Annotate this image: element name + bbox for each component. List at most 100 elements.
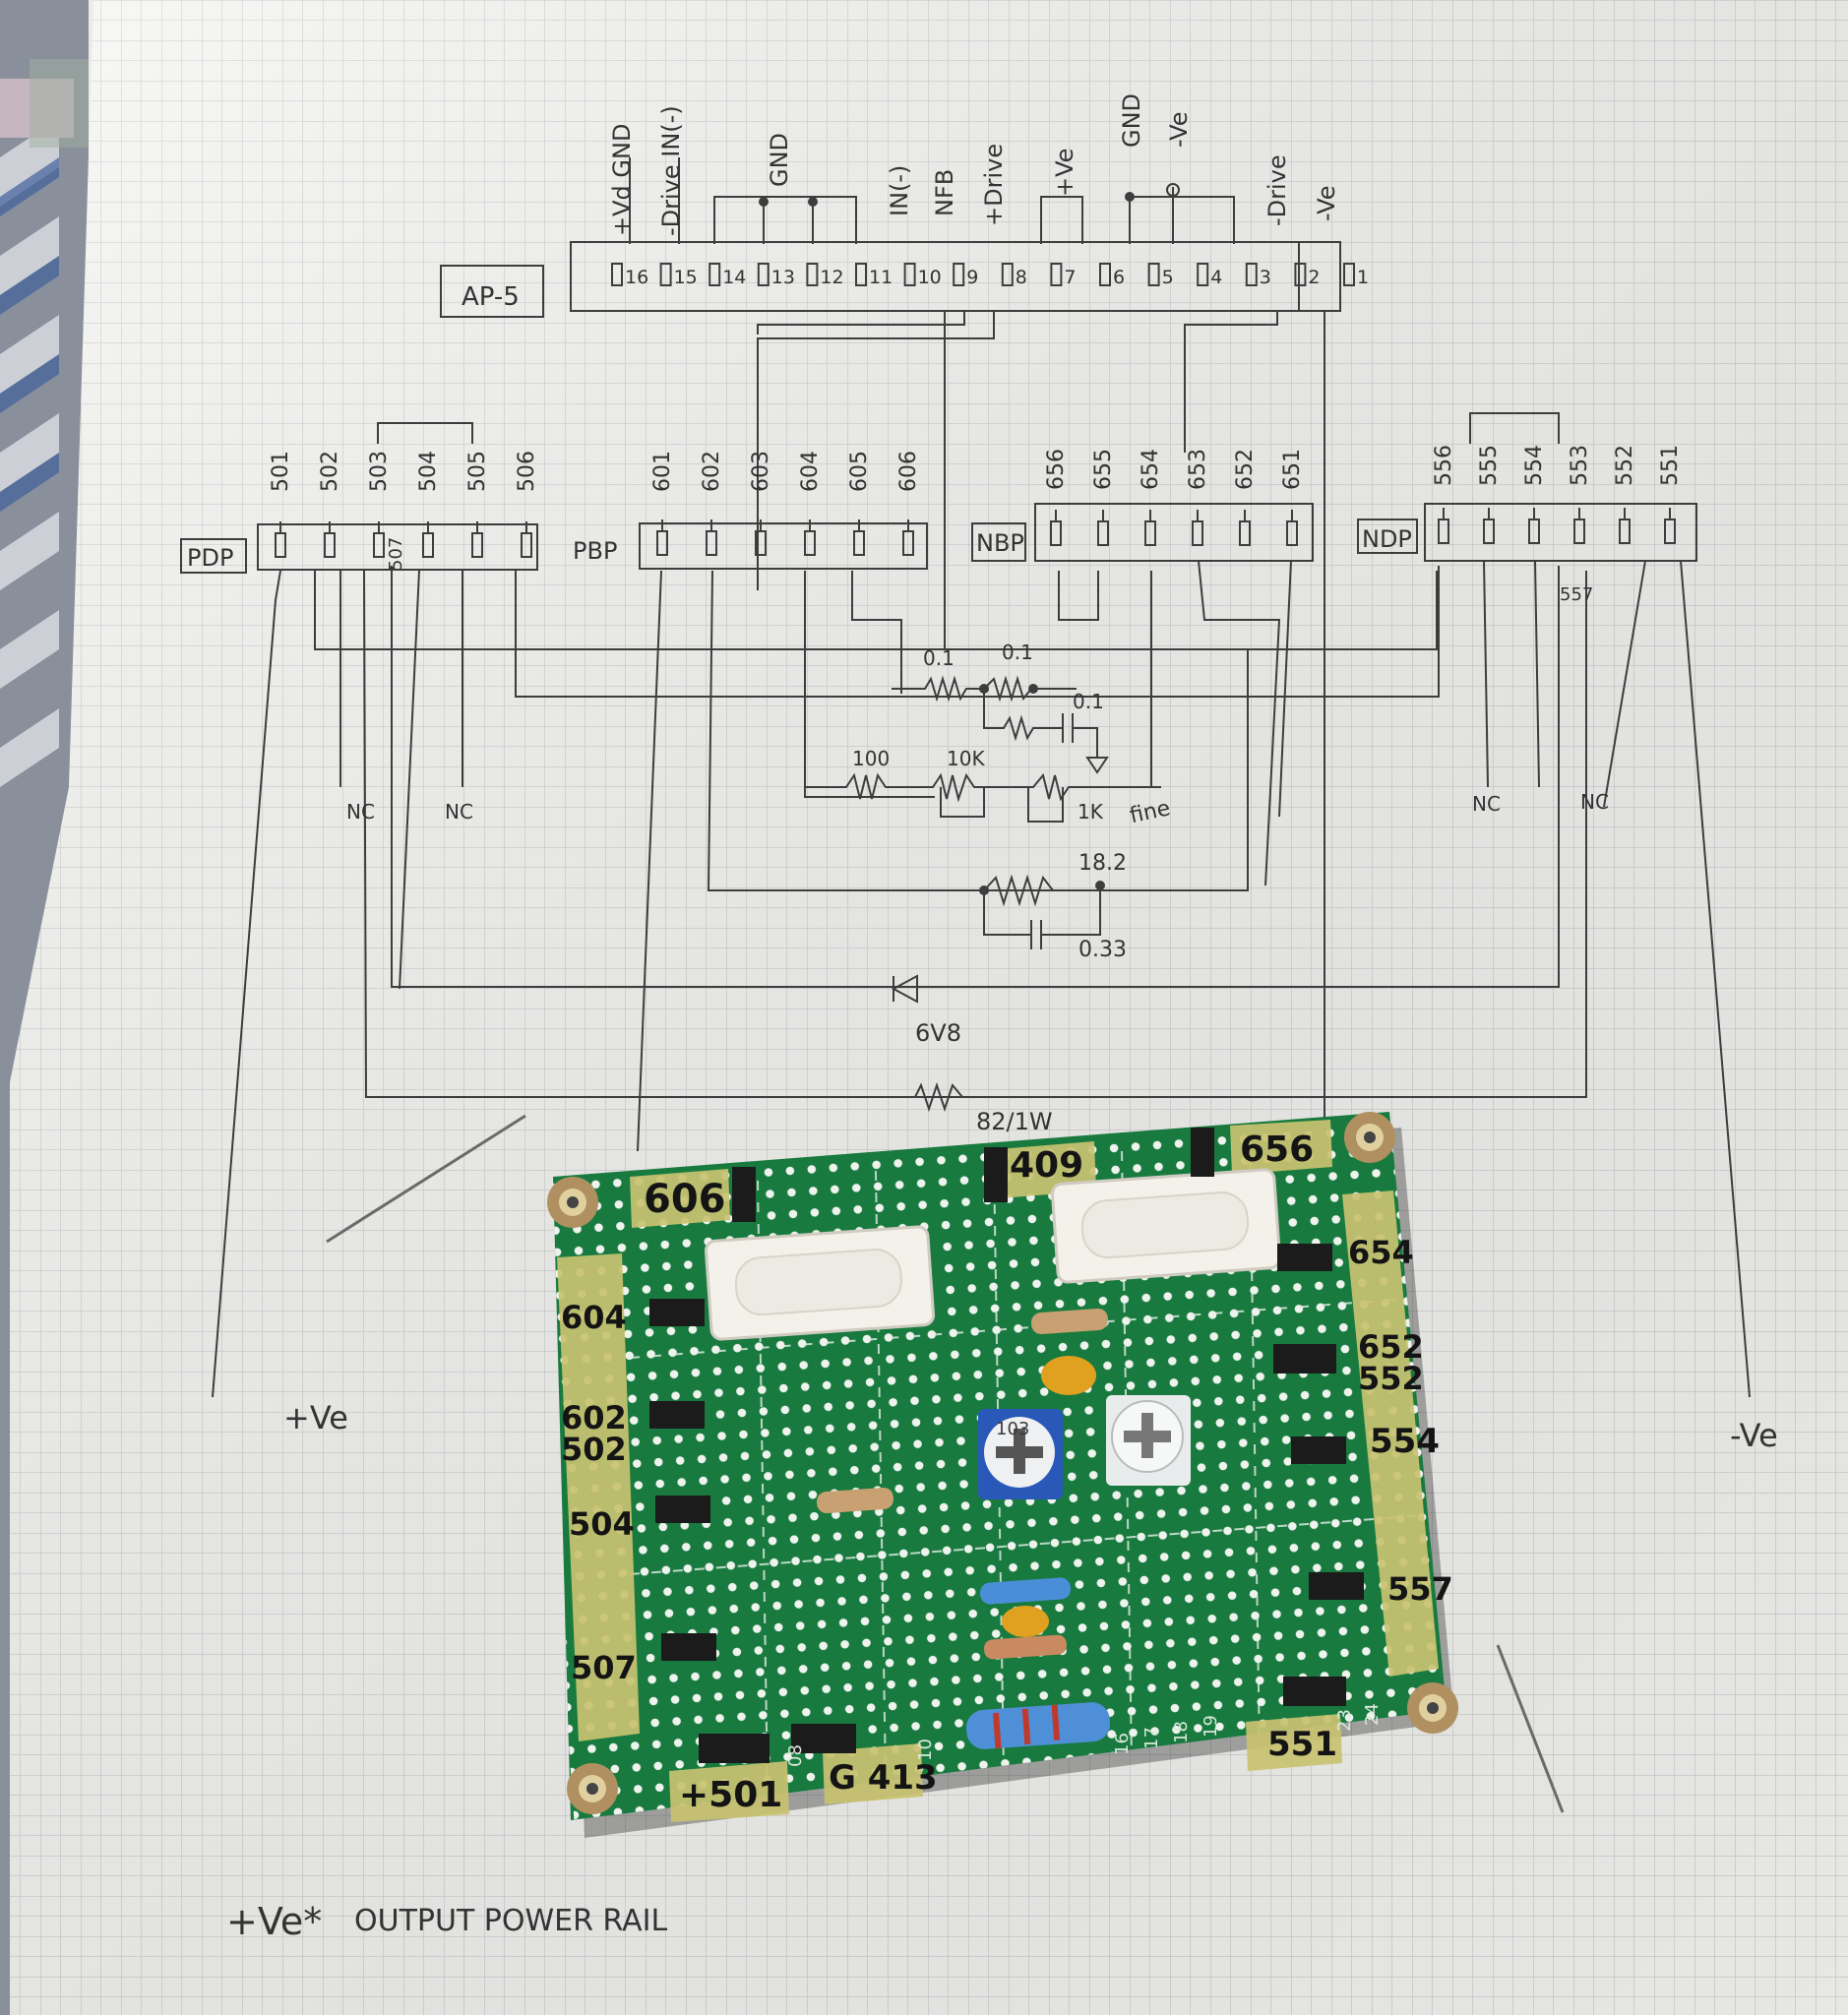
ap5-pin-number: 13 — [771, 267, 795, 288]
ap5-pin-number: 16 — [625, 267, 648, 288]
pcb-column-number: 19 — [1201, 1715, 1221, 1738]
ndp-label: NDP — [1362, 525, 1412, 553]
ap5-pin-number: 8 — [1016, 267, 1027, 288]
label-nc-3: NC — [1472, 792, 1501, 816]
pcb-tag: 502 — [561, 1431, 627, 1468]
label-r-100: 100 — [852, 747, 890, 770]
pbp-pin-number: 603 — [749, 451, 773, 492]
ap5-pin-number: 14 — [722, 267, 746, 288]
ap5-pin-number: 10 — [918, 267, 942, 288]
pcb-board: 103 — [547, 1112, 1458, 1838]
label-cap-033: 0.33 — [1078, 938, 1127, 962]
ndp-pin-number: 553 — [1568, 445, 1592, 486]
pcb-tag: 504 — [569, 1505, 635, 1543]
pcb-tag: 602 — [561, 1399, 627, 1436]
ap5-pin-number: 3 — [1260, 267, 1271, 288]
ap5-pin-box — [1001, 263, 1014, 286]
ap5-pin-number: 5 — [1162, 267, 1174, 288]
pcb-tag: 554 — [1370, 1422, 1440, 1461]
nbp-pin-number: 656 — [1044, 449, 1069, 490]
pdp-pin-number: 501 — [269, 451, 293, 492]
nbp-pin-number: 653 — [1186, 449, 1210, 490]
ndp-pin-number: 554 — [1522, 445, 1547, 486]
pcb-tag: 606 — [644, 1177, 726, 1222]
ap5-top-label-3: GND — [766, 133, 793, 187]
pbp-pin-number: 606 — [896, 451, 921, 492]
ap5-pin-number: 1 — [1357, 267, 1369, 288]
pcb-column-number: 23 — [1334, 1709, 1355, 1732]
pcb-column-number: 16 — [1112, 1733, 1133, 1755]
pdp-pin-number: 505 — [465, 451, 490, 492]
ap5-pin-box — [1050, 263, 1063, 286]
header-pin-boxes — [275, 508, 1676, 558]
ap5-pin-box — [611, 263, 623, 286]
ap5-top-label-11: -Ve — [1313, 185, 1340, 221]
pdp-extra-pin: 507 — [386, 537, 406, 571]
ap5-pin-box — [659, 263, 672, 286]
pcb-tag: G 413 — [829, 1758, 938, 1798]
bottom-mark: +Ve* — [226, 1900, 322, 1943]
pcb-standoffs — [547, 1112, 1458, 1814]
bottom-text: OUTPUT POWER RAIL — [354, 1904, 668, 1938]
ap5-top-label-1: +Vd GND — [608, 124, 636, 236]
label-r-left: 0.1 — [923, 646, 955, 670]
pcb-tag: 654 — [1348, 1234, 1414, 1271]
nbp-pin-number: 655 — [1091, 449, 1116, 490]
pcb-column-number: 24 — [1362, 1703, 1383, 1726]
ap5-label: AP-5 — [462, 282, 520, 312]
label-cap-small: 0.1 — [1073, 690, 1104, 713]
power-resistors — [704, 1168, 1282, 1341]
ap5-pin-box — [1197, 263, 1209, 286]
label-pot-10k: 10K — [947, 747, 985, 770]
label-r-right: 0.1 — [1002, 641, 1033, 664]
nbp-pin-number: 652 — [1233, 449, 1258, 490]
ap5-pin-box — [806, 263, 819, 286]
pcb-tag: 557 — [1387, 1570, 1453, 1608]
pdp-pin-number: 506 — [515, 451, 539, 492]
pcb-tag: 652 — [1358, 1328, 1424, 1366]
ndp-pin-number: 552 — [1613, 445, 1637, 486]
trimmer-code: 103 — [996, 1419, 1029, 1439]
ap5-connector — [440, 241, 1341, 318]
label-nc-4: NC — [1580, 790, 1609, 814]
pbp-pin-number: 602 — [700, 451, 724, 492]
pcb-tag: 552 — [1358, 1360, 1424, 1397]
label-zener: 6V8 — [915, 1019, 961, 1047]
pdp-pin-number: 502 — [318, 451, 342, 492]
pcb-tag: 604 — [561, 1299, 627, 1336]
ap5-pin-box — [903, 263, 916, 286]
ap5-pin-box — [1147, 263, 1160, 286]
loose-wires — [326, 1114, 1565, 1813]
pbp-pin-number: 605 — [847, 451, 872, 492]
pbp-pin-number: 604 — [798, 451, 823, 492]
ap5-pin-box — [757, 263, 770, 286]
ap5-top-label-7: +Ve — [1051, 149, 1078, 197]
pcb-tag: 409 — [1010, 1145, 1083, 1186]
ap5-pin-box — [855, 263, 867, 286]
pdp-label: PDP — [187, 544, 233, 572]
ap5-top-label-5: NFB — [931, 169, 958, 216]
pcb-column-number: 17 — [1141, 1727, 1162, 1749]
label-r-18: 18.2 — [1078, 851, 1127, 876]
nbp-pin-number: 651 — [1280, 449, 1305, 490]
ap5-top-label-10: -Drive — [1263, 154, 1291, 226]
ap5-top-label-8: GND — [1118, 93, 1145, 148]
ndp-pin-number: 551 — [1658, 445, 1683, 486]
rail-neg-label: -Ve — [1730, 1417, 1778, 1454]
ap5-pin-box — [953, 263, 965, 286]
schematic — [180, 157, 1751, 1398]
pdp-pin-number: 504 — [416, 451, 441, 492]
ap5-pin-number: 7 — [1064, 267, 1076, 288]
ap5-pin-number: 11 — [869, 267, 893, 288]
ap5-pin-number: 9 — [966, 267, 978, 288]
pdp-pin-number: 503 — [367, 451, 392, 492]
pin-headers — [649, 1128, 1364, 1763]
pcb-tag: 551 — [1267, 1725, 1337, 1764]
pcb-tag: 656 — [1240, 1130, 1314, 1170]
trimmer-pots: 103 — [978, 1395, 1191, 1499]
ap5-pin-number: 4 — [1210, 267, 1222, 288]
